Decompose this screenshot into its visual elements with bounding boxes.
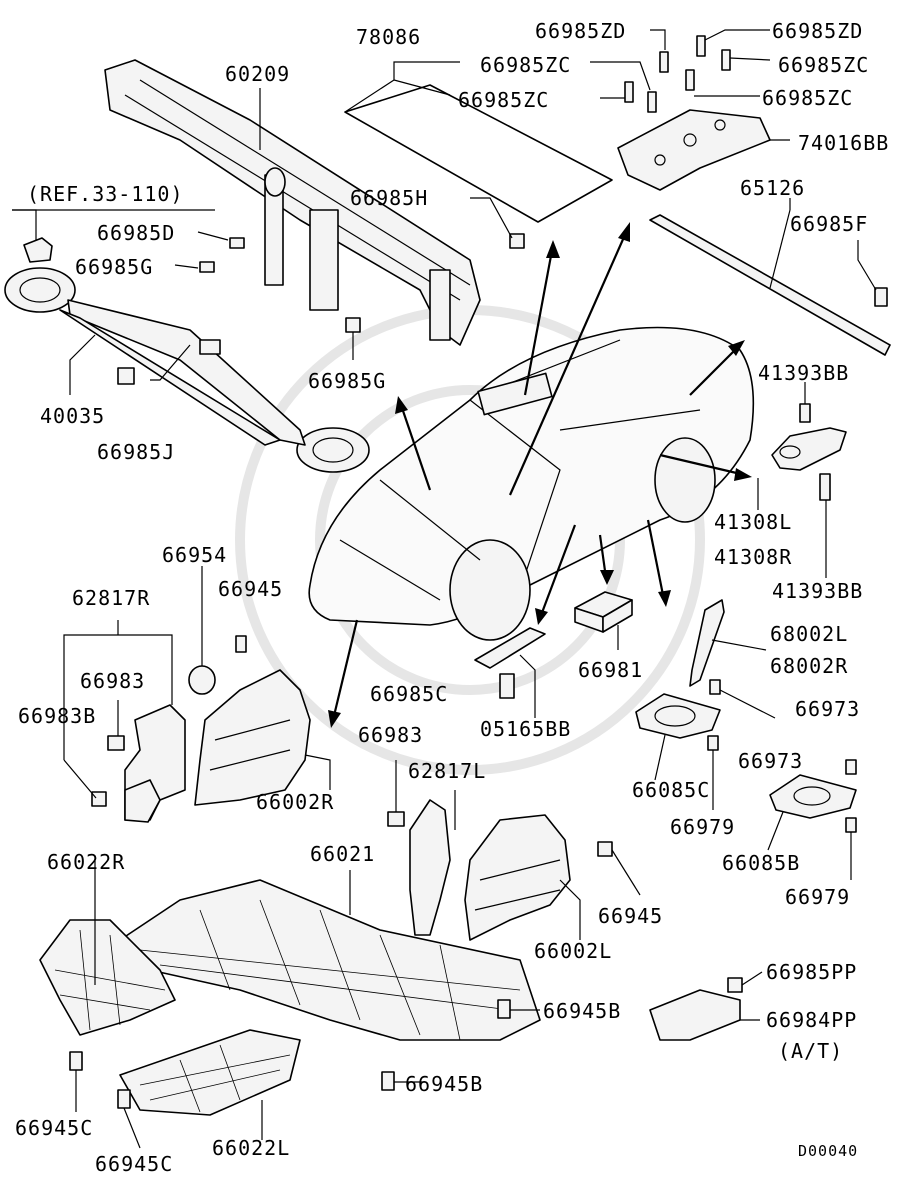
label-78086: 78086 bbox=[356, 25, 422, 49]
label-66002r: 66002R bbox=[256, 790, 335, 814]
label-66945: 66945 bbox=[218, 577, 284, 601]
label-40035: 40035 bbox=[40, 404, 106, 428]
part-62817l-bracket bbox=[387, 760, 456, 936]
part-65126-bar bbox=[649, 198, 891, 356]
label-66973: 66973 bbox=[738, 749, 804, 773]
label-66981: 66981 bbox=[578, 658, 644, 682]
label-66983b: 66983B bbox=[18, 704, 97, 728]
label-66984pp: 66984PP bbox=[766, 1008, 858, 1032]
part-66954-cap bbox=[188, 566, 247, 695]
label-66985d: 66985D bbox=[97, 221, 176, 245]
label-66985zc: 66985ZC bbox=[778, 53, 870, 77]
label-66979: 66979 bbox=[670, 815, 736, 839]
pointer-arrows bbox=[328, 222, 752, 728]
label-41308l: 41308L bbox=[714, 510, 793, 534]
label-41393bb: 41393BB bbox=[758, 361, 850, 385]
label-66985j: 66985J bbox=[97, 440, 176, 464]
label-66945c: 66945C bbox=[15, 1116, 94, 1140]
label-automatic-transmission: (A/T) bbox=[778, 1039, 844, 1063]
label-66021: 66021 bbox=[310, 842, 376, 866]
label-66985f: 66985F bbox=[790, 212, 869, 236]
label-66985zd: 66985ZD bbox=[772, 19, 864, 43]
diagram-code: D00040 bbox=[798, 1142, 859, 1160]
part-74016bb-bracket bbox=[617, 109, 790, 191]
label-66945b: 66945B bbox=[405, 1072, 484, 1096]
part-66085c-plate bbox=[635, 679, 776, 810]
label-41393bb: 41393BB bbox=[772, 579, 864, 603]
label-66973: 66973 bbox=[795, 697, 861, 721]
label-66985c: 66985C bbox=[370, 682, 449, 706]
part-66002r-liner bbox=[194, 669, 331, 806]
label-66002l: 66002L bbox=[534, 939, 613, 963]
label-05165bb: 05165BB bbox=[480, 717, 572, 741]
label-66985zc: 66985ZC bbox=[458, 88, 550, 112]
car-body-outline bbox=[308, 326, 755, 641]
label-66954: 66954 bbox=[162, 543, 228, 567]
part-66984pp-cover bbox=[649, 971, 763, 1041]
label-ref-33-110: (REF.33-110) bbox=[27, 182, 184, 206]
label-66085c: 66085C bbox=[632, 778, 711, 802]
label-66985g: 66985G bbox=[75, 255, 154, 279]
bolts-66985d-g bbox=[174, 197, 525, 360]
label-66945c: 66945C bbox=[95, 1152, 174, 1176]
part-60209-crossmember bbox=[104, 59, 481, 346]
label-66945b: 66945B bbox=[543, 999, 622, 1023]
bolts-66985zc-zd bbox=[590, 29, 771, 113]
part-66021-undercover bbox=[119, 870, 541, 1041]
part-66002l-liner bbox=[464, 814, 641, 941]
label-62817l: 62817L bbox=[408, 759, 487, 783]
part-78086-sheet bbox=[344, 61, 613, 223]
part-05165bb-bracket bbox=[474, 627, 546, 718]
label-66985zd: 66985ZD bbox=[535, 19, 627, 43]
label-65126: 65126 bbox=[740, 176, 806, 200]
label-66945: 66945 bbox=[598, 904, 664, 928]
part-66981-block bbox=[574, 591, 633, 650]
label-66085b: 66085B bbox=[722, 851, 801, 875]
label-66985g: 66985G bbox=[308, 369, 387, 393]
label-60209: 60209 bbox=[225, 62, 291, 86]
clips-66945 bbox=[69, 999, 540, 1149]
label-66022r: 66022R bbox=[47, 850, 126, 874]
label-66985pp: 66985PP bbox=[766, 960, 858, 984]
part-41308-mount bbox=[757, 382, 847, 578]
part-68002-strip bbox=[689, 599, 767, 687]
label-62817r: 62817R bbox=[72, 586, 151, 610]
label-66983: 66983 bbox=[358, 723, 424, 747]
label-68002r: 68002R bbox=[770, 654, 849, 678]
part-66085b-plate bbox=[767, 759, 857, 880]
label-66022l: 66022L bbox=[212, 1136, 291, 1160]
part-62817r-bracket bbox=[63, 620, 186, 823]
part-66022r-undercover bbox=[39, 860, 176, 1036]
label-41308r: 41308R bbox=[714, 545, 793, 569]
part-66022l-undercover bbox=[119, 1029, 301, 1140]
label-66983: 66983 bbox=[80, 669, 146, 693]
label-68002l: 68002L bbox=[770, 622, 849, 646]
label-66985zc: 66985ZC bbox=[762, 86, 854, 110]
label-74016bb: 74016BB bbox=[798, 131, 890, 155]
label-66985h: 66985H bbox=[350, 186, 429, 210]
label-66979: 66979 bbox=[785, 885, 851, 909]
part-40035-strut-bar bbox=[4, 267, 370, 473]
label-66985zc: 66985ZC bbox=[480, 53, 572, 77]
nut-ref-33-110 bbox=[12, 209, 215, 263]
